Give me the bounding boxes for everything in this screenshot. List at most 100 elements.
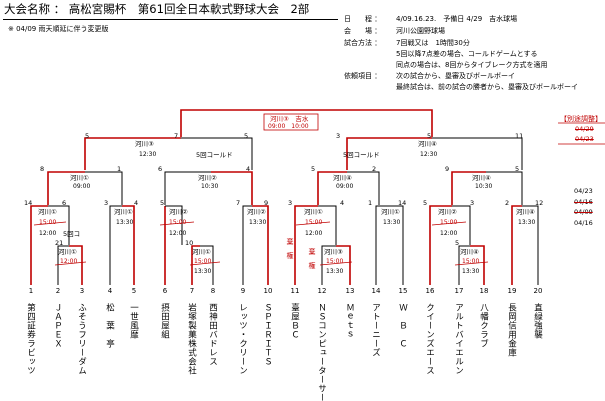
team-number: 17 <box>454 287 464 295</box>
r0-1-time: 15:00 <box>39 219 57 226</box>
team-number: 10 <box>263 287 273 295</box>
score-label: 5 <box>85 132 90 140</box>
r0-2a-time-b: 13:30 <box>194 268 212 275</box>
team-name: 臺屋ＢＣ <box>289 303 300 339</box>
r0-3-time-b: 13:30 <box>462 268 480 275</box>
r1-8-time: 13:30 <box>518 219 536 226</box>
score-label: 5 <box>311 165 316 173</box>
team-number: 6 <box>162 287 168 295</box>
score-label: 6 <box>158 165 163 173</box>
qf2-time: 10:30 <box>201 183 219 190</box>
adjust-date-1: 04/29 <box>575 125 594 133</box>
team-number: 20 <box>533 287 543 295</box>
score-label: 3 <box>336 132 341 140</box>
r1-6-label: 河川① <box>381 208 400 216</box>
qf1-time: 09:00 <box>73 183 91 190</box>
score-label: 2 <box>372 165 377 173</box>
score-label: 5 <box>160 199 165 207</box>
score-label: 4 <box>134 199 139 207</box>
team-number: 13 <box>345 287 355 295</box>
forfeit-mark-1: 棄 権 <box>286 238 294 259</box>
team-name: ＳＰＩＲＩＴＳ <box>262 303 273 366</box>
r1-7-time: 15:00 <box>440 219 458 226</box>
adjust-title: 【別途調整】 <box>560 115 602 123</box>
r1-3-time: 15:00 <box>169 219 187 226</box>
r1-7b-time: 12:00 <box>440 230 458 237</box>
r1-7-label: 河川② <box>438 208 457 216</box>
score-label: 10 <box>185 239 194 247</box>
sf-right-line <box>346 137 432 170</box>
final-box <box>263 113 319 131</box>
score-label: 2 <box>505 199 510 207</box>
score-label: 5 <box>515 165 520 173</box>
team-name: 第四証券ラビッツ <box>25 303 36 375</box>
r0-2a-label: 河川① <box>192 248 211 256</box>
qf3-line <box>317 171 347 205</box>
score-label: 12 <box>535 199 544 207</box>
forfeit-mark-2: 棄 権 <box>308 248 316 269</box>
r1-5b-time: 12:00 <box>305 230 323 237</box>
method-label: 試合方法 ： <box>344 39 382 47</box>
r0-2-time: 15:00 <box>326 258 344 265</box>
method-line1: 7回戦又は 1時間30分 <box>396 39 470 47</box>
date-note-3: 04/09 <box>574 208 593 216</box>
score-label: 6 <box>62 199 67 207</box>
team-name: 松 葉 亭 <box>104 303 115 348</box>
sf-left-line <box>84 137 181 170</box>
adjust-date-2: 04/23 <box>575 135 594 143</box>
r1-2-label: 河川① <box>114 208 133 216</box>
score-label: 8 <box>40 165 45 173</box>
duty-line1: 次の試合から、塁審及びボールボーイ <box>396 72 515 80</box>
team-name: ＮＳコンピューターサービス <box>316 303 327 401</box>
team-number: 12 <box>317 287 327 295</box>
score-label: 14 <box>24 199 33 207</box>
team-number: 4 <box>107 287 113 295</box>
score-label: 5 <box>244 132 249 140</box>
sf-left-label: 河川③ <box>135 140 154 148</box>
score-label: 14 <box>398 199 407 207</box>
score-label: 7 <box>174 132 179 140</box>
team-name: クイーンズエース <box>424 303 435 375</box>
qf2-label: 河川② <box>198 174 217 182</box>
final-line <box>180 109 433 137</box>
qf4-time: 10:30 <box>475 183 493 190</box>
team-name: アトーニーズ <box>370 303 381 357</box>
revision-note: ※ 04/09 雨天順延に伴う変更版 <box>8 25 109 33</box>
sf-right-label: 河川④ <box>418 140 437 148</box>
score-label: 3 <box>470 199 475 207</box>
sf-right-line-b <box>432 137 523 170</box>
r0-2a-time: 15:00 <box>194 258 212 265</box>
r1-2-time: 13:30 <box>116 219 134 226</box>
team-name: 八幡クラブ <box>478 303 489 348</box>
r1-5-time: 15:00 <box>305 219 323 226</box>
score-label: 11 <box>515 132 524 140</box>
team-number: 5 <box>131 287 137 295</box>
r1-4-label: 河川② <box>247 208 266 216</box>
r0-3-label: 河川④ <box>460 248 479 256</box>
qf4-line <box>451 171 486 205</box>
score-label: 3 <box>288 199 293 207</box>
r1-6-time: 13:30 <box>383 219 401 226</box>
team-number: 3 <box>79 287 85 295</box>
venue-value: 河川公園野球場 <box>396 27 445 35</box>
qf4-label: 河川④ <box>472 174 491 182</box>
team-name: 西神田バドレス <box>207 303 218 366</box>
sf-left-line-b <box>181 137 253 170</box>
team-name: Ｍｅｔｓ <box>344 303 355 339</box>
title-underline <box>3 19 338 20</box>
team-number: 18 <box>479 287 489 295</box>
sf-left-called: 5回コールド <box>196 151 233 159</box>
venue-label: 会 場 ： <box>344 27 382 35</box>
r0-2-time-b: 13:30 <box>326 268 344 275</box>
team-number: 2 <box>55 287 61 295</box>
score-label: 9 <box>264 199 269 207</box>
team-name: 一世風靡 <box>128 303 139 339</box>
score-label: 4 <box>340 199 345 207</box>
r1-4-time: 13:30 <box>249 219 267 226</box>
team-name: アルトバイエルン <box>453 303 464 375</box>
score-label: 9 <box>445 165 450 173</box>
team-number: 16 <box>425 287 435 295</box>
schedule-value: 4/09.16.23. 予備日 4/29 吉水球場 <box>396 15 518 23</box>
